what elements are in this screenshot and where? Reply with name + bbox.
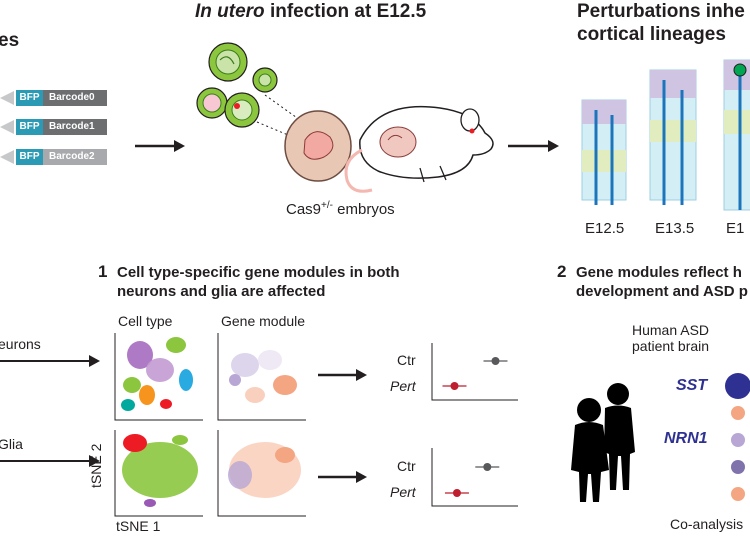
gene-label-nrn1: NRN1 bbox=[664, 430, 708, 447]
barcode-label: Barcode0 bbox=[43, 90, 107, 106]
child-silhouette-icon bbox=[571, 398, 609, 502]
gene-label-sst: SST bbox=[676, 377, 708, 394]
perturbations-line2: cortical lineages bbox=[577, 24, 726, 45]
expression-dot bbox=[731, 460, 745, 474]
forest-label-pert: Pert bbox=[390, 378, 416, 394]
forest-label-ctr: Ctr bbox=[397, 458, 416, 474]
expression-dot bbox=[731, 433, 745, 447]
child-silhouette-icon bbox=[604, 383, 635, 490]
column-label-cell-type: Cell type bbox=[118, 313, 173, 329]
column-label-gene-module: Gene module bbox=[221, 313, 306, 329]
section-title-infection: In utero infection at E12.5 bbox=[195, 0, 426, 23]
row-label-neurons: eurons bbox=[0, 336, 41, 352]
embryo-icon bbox=[284, 110, 352, 182]
forest-label-pert: Pert bbox=[390, 484, 416, 500]
lineage-column bbox=[581, 99, 627, 205]
section1-number: 1 bbox=[98, 262, 108, 281]
human-asd-label: Human ASD patient brain bbox=[632, 322, 709, 354]
tsne-panel-neurons-gene-module bbox=[217, 333, 306, 421]
construct-arrow bbox=[0, 150, 14, 164]
virus-icon bbox=[196, 87, 228, 119]
row-label-glia: Glia bbox=[0, 436, 23, 452]
human-asd-line1: Human ASD bbox=[632, 322, 710, 338]
embryo-label-rest: embryos bbox=[332, 201, 395, 218]
bfp-tag: BFP bbox=[16, 119, 43, 135]
expression-dot bbox=[725, 373, 750, 399]
axis-label-tsne1: tSNE 1 bbox=[116, 518, 161, 534]
infection-italic: In utero bbox=[195, 1, 265, 22]
bfp-tag: BFP bbox=[16, 90, 43, 106]
tsne-panel-glia-cell-type bbox=[114, 430, 203, 517]
barcode-label: Barcode2 bbox=[43, 149, 107, 165]
expression-dot bbox=[731, 406, 745, 420]
lineage-column bbox=[649, 69, 697, 205]
section1-title: Cell type-specific gene modules in both … bbox=[117, 263, 400, 301]
construct-arrow bbox=[0, 120, 14, 134]
virus-icon bbox=[252, 67, 278, 93]
section2-title-line1: Gene modules reflect h bbox=[576, 264, 742, 281]
ctr-point bbox=[491, 357, 500, 365]
section2-title-line2: development and ASD p bbox=[576, 283, 748, 300]
construct-arrow bbox=[0, 91, 14, 105]
forest-plot bbox=[431, 448, 518, 507]
expression-dot bbox=[731, 487, 745, 501]
human-asd-line2: patient brain bbox=[632, 338, 710, 354]
pert-point bbox=[450, 382, 459, 390]
barcode-construct: BFP Barcode1 bbox=[16, 119, 107, 135]
embryo-label: Cas9+/- embryos bbox=[286, 200, 395, 218]
barcode-label: Barcode1 bbox=[43, 119, 107, 135]
tsne-panel-neurons-cell-type bbox=[114, 333, 203, 421]
section-title-barcodes: es bbox=[0, 30, 20, 51]
timepoint-label: E1 bbox=[726, 220, 745, 237]
coanalysis-label: Co-analysis bbox=[670, 516, 744, 532]
timepoint-label: E13.5 bbox=[655, 220, 695, 237]
embryo-label-base: Cas9 bbox=[286, 201, 322, 218]
barcode-construct: BFP Barcode0 bbox=[16, 90, 107, 106]
mouse-icon bbox=[344, 105, 494, 193]
virus-icon bbox=[224, 92, 260, 128]
barcode-construct: BFP Barcode2 bbox=[16, 149, 107, 165]
timepoint-label: E12.5 bbox=[585, 220, 625, 237]
embryo-label-sup: +/- bbox=[321, 200, 333, 211]
bfp-tag: BFP bbox=[16, 149, 43, 165]
section1-title-line2: neurons and glia are affected bbox=[117, 283, 326, 300]
infection-rest: infection at E12.5 bbox=[264, 1, 427, 22]
forest-plot bbox=[431, 343, 518, 401]
forest-label-ctr: Ctr bbox=[397, 352, 416, 368]
virus-icon bbox=[208, 42, 248, 82]
section2-number: 2 bbox=[557, 262, 567, 281]
lineage-column bbox=[723, 59, 750, 211]
perturbations-line1: Perturbations inhe bbox=[577, 1, 745, 22]
section2-title: Gene modules reflect h development and A… bbox=[576, 263, 748, 301]
pert-point bbox=[452, 489, 461, 497]
tsne-panel-glia-gene-module bbox=[217, 430, 306, 517]
ctr-point bbox=[483, 463, 492, 471]
section-title-perturbations: Perturbations inhe cortical lineages bbox=[577, 0, 745, 46]
section1-title-line1: Cell type-specific gene modules in both bbox=[117, 264, 400, 281]
